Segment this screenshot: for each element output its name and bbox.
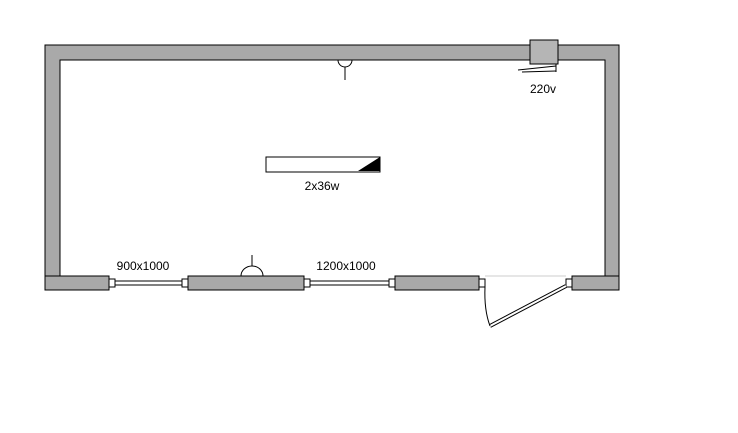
bottom-wall-right — [571, 275, 620, 291]
window-right — [310, 280, 389, 286]
wall-light-icon — [337, 59, 353, 80]
fluorescent-lamp-icon — [265, 156, 381, 173]
door — [484, 275, 567, 328]
bottom-wall-pier-1 — [187, 275, 305, 291]
bottom-wall-left — [44, 275, 110, 291]
window-left-label: 900x1000 — [117, 259, 170, 273]
ceiling-light-icon — [240, 255, 264, 277]
window-left — [115, 280, 182, 286]
lamp-label: 2x36w — [305, 179, 340, 193]
socket-label: 220v — [530, 82, 556, 96]
window-right-label: 1200x1000 — [316, 259, 376, 273]
electrical-panel-icon — [517, 39, 559, 73]
door-swing-icon — [484, 286, 491, 327]
window-jambs — [108, 278, 573, 288]
bottom-wall-pier-2 — [394, 275, 480, 291]
